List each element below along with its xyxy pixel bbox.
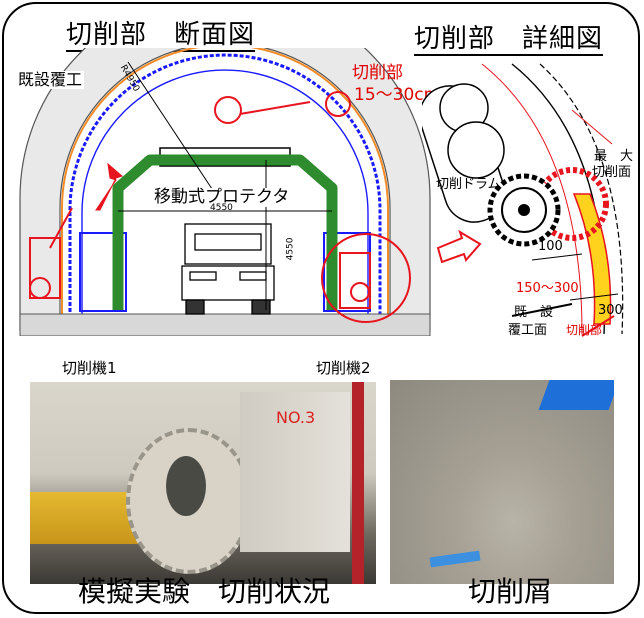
cut-direction-arrow <box>95 162 123 211</box>
cutting-drum <box>487 173 561 247</box>
truck <box>181 223 275 315</box>
concrete-block <box>240 392 350 552</box>
dim-150-300-label: 150～300 <box>516 281 579 296</box>
detail-highlight-circle <box>321 233 411 323</box>
dim-300-label: 300 <box>598 303 623 318</box>
cut-zone-label: 切削部 <box>352 63 403 83</box>
detail-cut-zone-label: 切削部 <box>566 323 603 337</box>
max-cut-surface-label-1: 最 大 <box>594 149 634 164</box>
protector-frame <box>112 154 338 310</box>
max-cut-surface-label-2: 切削面 <box>592 165 632 180</box>
debris-caption: 切削屑 <box>468 575 553 608</box>
tunnel-floor <box>19 313 431 336</box>
height-dimension-label: 4550 <box>285 237 296 261</box>
existing-lining-label: 既設覆工 <box>16 70 85 89</box>
mock-test-photo: NO.3 <box>30 382 376 584</box>
left-cutter-machine <box>29 207 73 299</box>
machine2-label: 切削機2 <box>316 359 371 377</box>
existing-lining-surface-label-2: 覆工面 <box>508 323 548 338</box>
existing-lining-surface-label-1: 既 設 <box>514 305 554 320</box>
machine-rail-arc <box>68 53 382 330</box>
mock-test-caption: 模擬実験 切削状況 <box>78 575 331 608</box>
cutting-drum-label: 切削ドラム <box>436 177 501 192</box>
lining-inner-line <box>61 48 389 330</box>
machine1-label: 切削機1 <box>62 359 117 377</box>
cutting-detail-diagram <box>422 63 624 337</box>
cut-depth-label: 15～30cm <box>354 85 441 105</box>
top-cutter-machine <box>214 91 351 124</box>
test-number-badge: NO.3 <box>276 408 316 427</box>
protector-label: 移動式プロテクタ <box>152 187 292 207</box>
width-dimension-label: 4550 <box>210 203 233 213</box>
dim-100-label: 100 <box>538 239 563 254</box>
cutter-arm <box>422 83 506 223</box>
debris-photo <box>390 380 614 584</box>
right-cutter-machine <box>339 252 371 309</box>
detail-view-title: 切削部 詳細図 <box>414 24 604 56</box>
yellow-pipe <box>30 492 144 544</box>
detail-pointer-arrow <box>436 230 482 264</box>
